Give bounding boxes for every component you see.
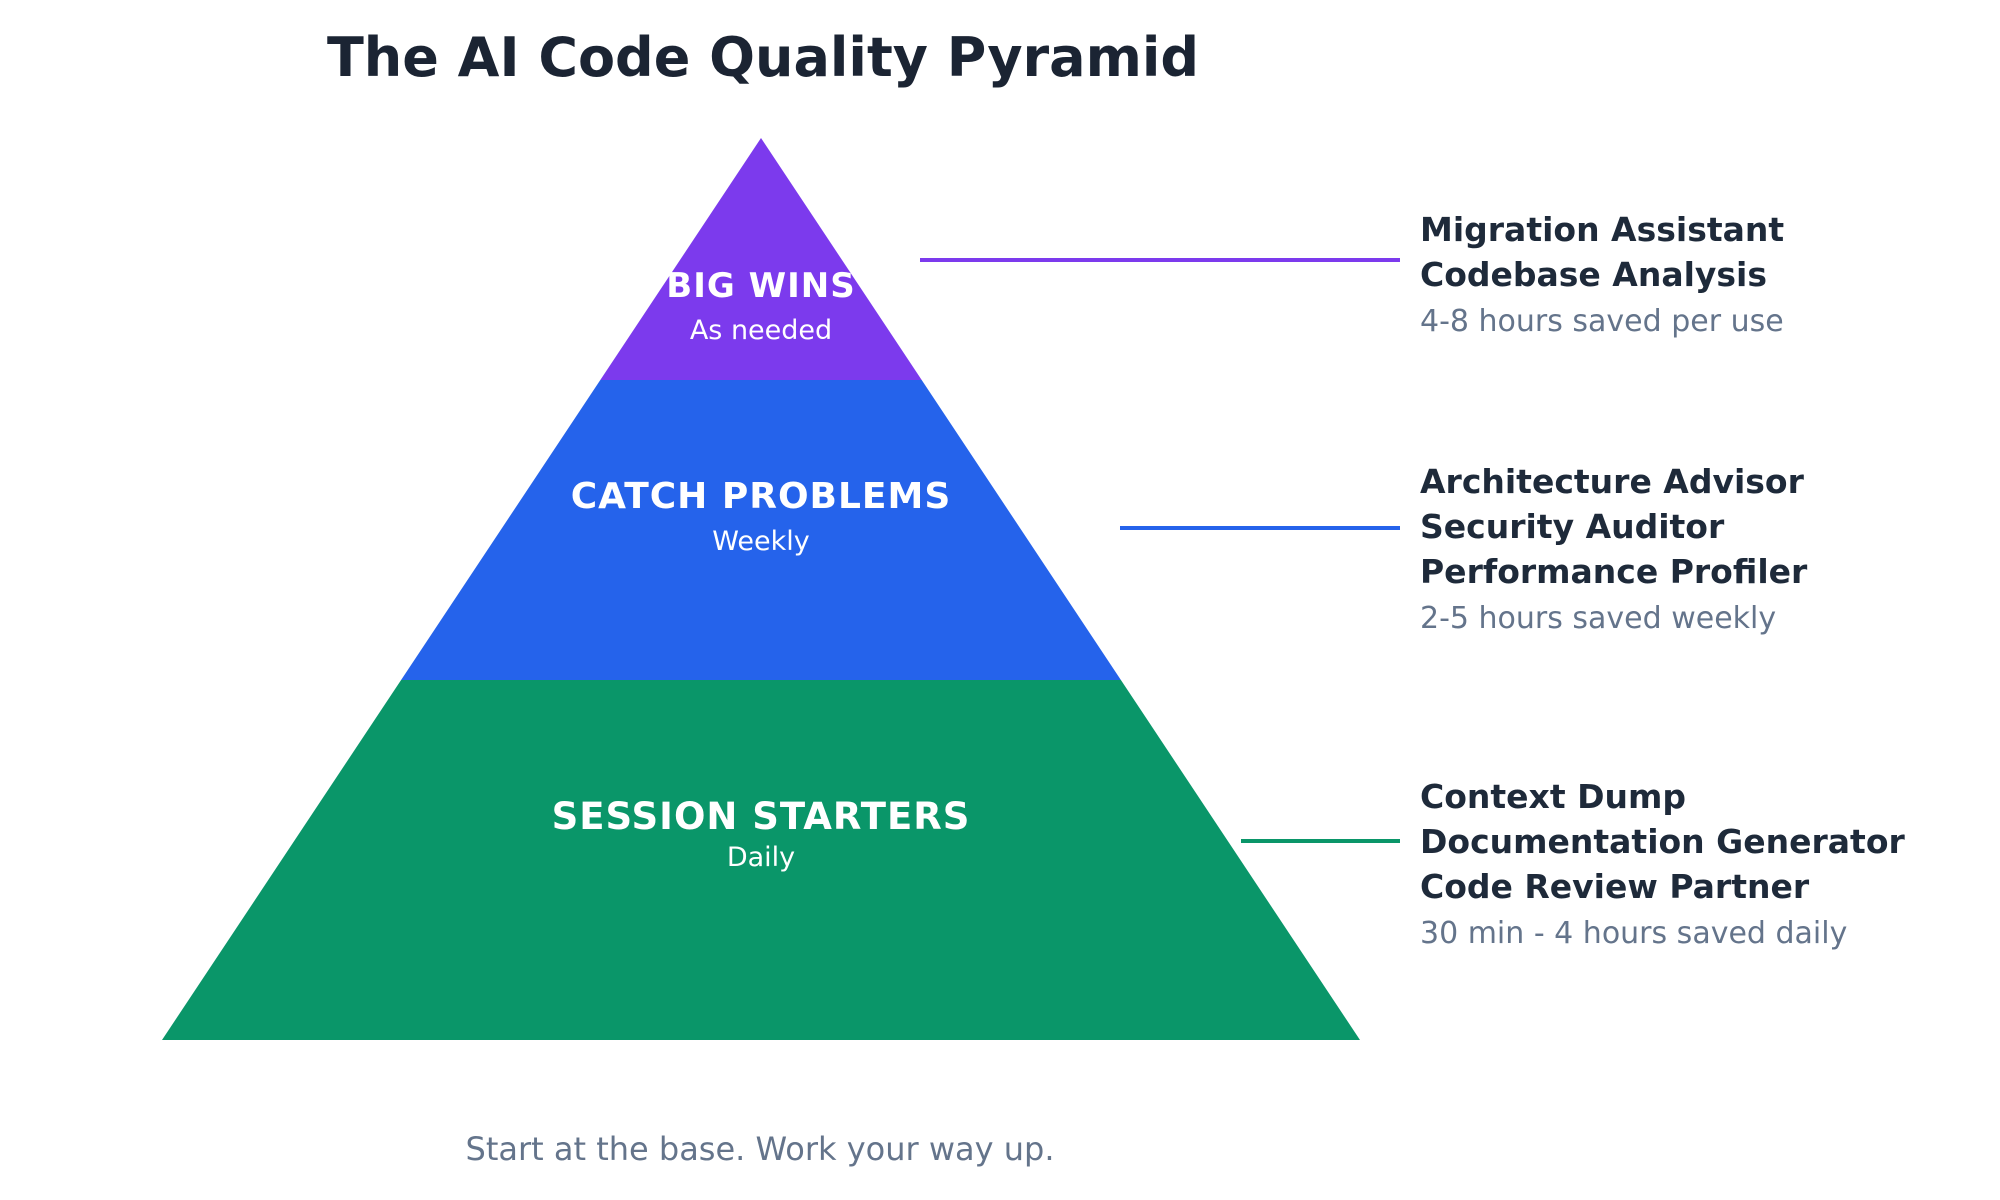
annotation-catch-problems: Architecture Advisor Security Auditor Pe… bbox=[1420, 459, 1980, 639]
tier-frequency-big-wins: As needed bbox=[689, 315, 833, 346]
annotation-savings: 30 min - 4 hours saved daily bbox=[1420, 916, 1848, 951]
footer-caption: Start at the base. Work your way up. bbox=[465, 1130, 1055, 1168]
pyramid-tier-top-shape bbox=[600, 138, 922, 380]
pyramid-tier-middle-shape bbox=[401, 380, 1121, 680]
annotation-tool-name: Context Dump bbox=[1420, 777, 1686, 816]
tier-label-catch-problems: CATCH PROBLEMS bbox=[570, 476, 952, 517]
annotation-big-wins: Migration Assistant Codebase Analysis 4-… bbox=[1420, 207, 1980, 342]
annotation-tool-name: Architecture Advisor bbox=[1420, 462, 1804, 501]
annotation-savings: 4-8 hours saved per use bbox=[1420, 304, 1784, 339]
tier-label-big-wins: BIG WINS bbox=[666, 266, 856, 306]
annotation-tool-name: Code Review Partner bbox=[1420, 867, 1810, 906]
annotation-savings: 2-5 hours saved weekly bbox=[1420, 601, 1777, 636]
page-title: The AI Code Quality Pyramid bbox=[326, 26, 1200, 89]
annotation-tool-name: Migration Assistant bbox=[1420, 210, 1785, 249]
annotation-tool-name: Documentation Generator bbox=[1420, 822, 1905, 861]
annotation-tool-name: Performance Profiler bbox=[1420, 552, 1808, 591]
tier-frequency-session-starters: Daily bbox=[726, 842, 796, 873]
annotation-session-starters: Context Dump Documentation Generator Cod… bbox=[1420, 774, 1980, 954]
tier-label-session-starters: SESSION STARTERS bbox=[551, 795, 971, 838]
annotation-tool-name: Security Auditor bbox=[1420, 507, 1725, 546]
tier-frequency-catch-problems: Weekly bbox=[712, 526, 810, 557]
pyramid-tier-bottom-shape bbox=[162, 680, 1360, 1040]
annotation-tool-name: Codebase Analysis bbox=[1420, 255, 1768, 294]
